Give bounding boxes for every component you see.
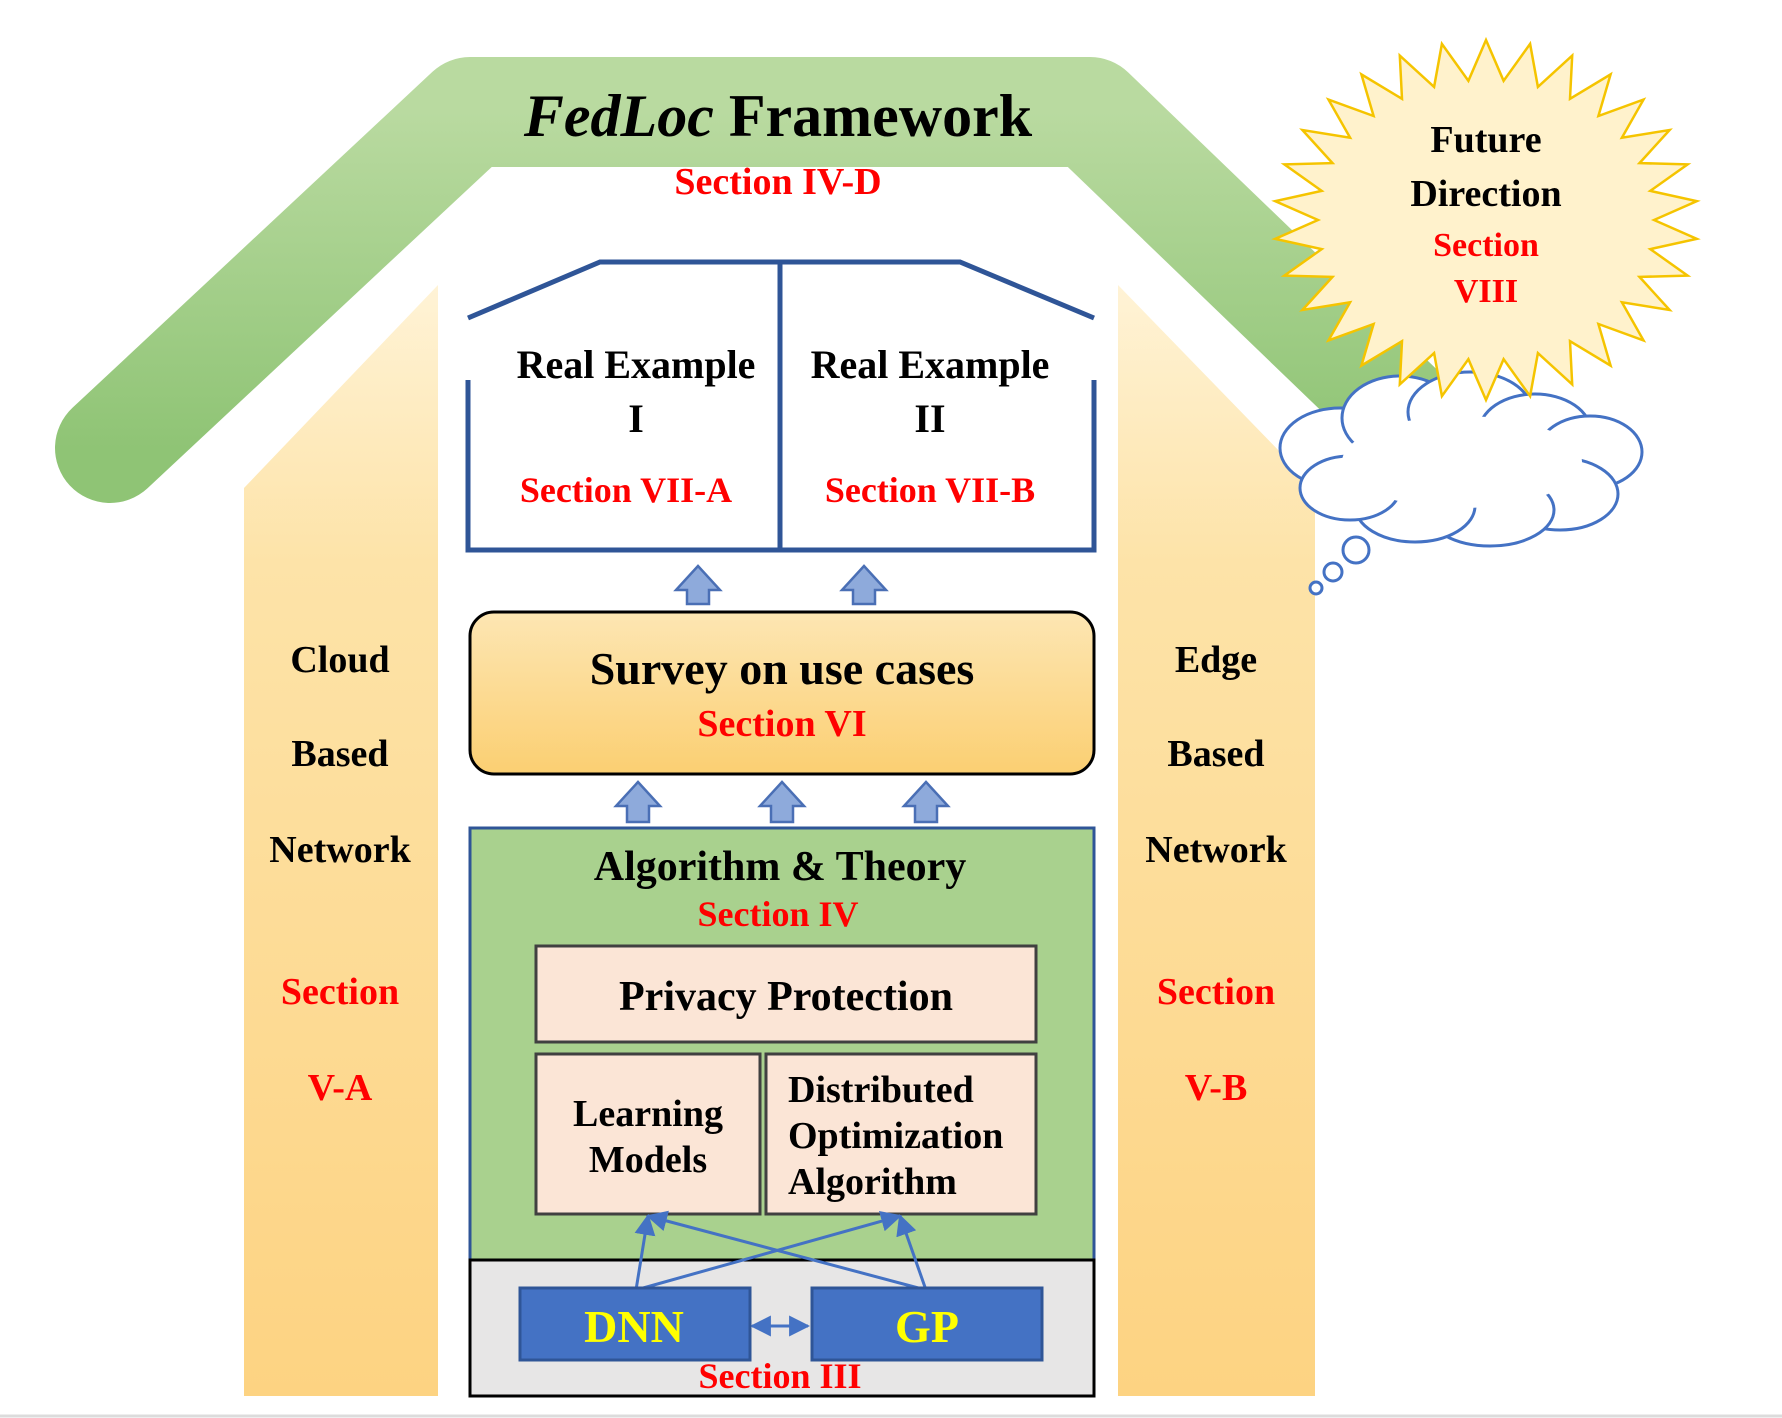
real-examples-box [465, 259, 1097, 553]
survey-section: Section VI [697, 703, 866, 745]
right-pillar-line3: Network [1145, 829, 1287, 871]
right-pillar [1118, 285, 1315, 1396]
roof [55, 57, 1465, 503]
example1-section: Section VII-A [520, 470, 732, 510]
algorithm-section: Section IV [698, 894, 859, 934]
left-pillar-line2: Based [291, 733, 388, 775]
connector-line [896, 1214, 928, 1291]
algorithm-title: Algorithm & Theory [594, 844, 967, 890]
left-pillar-section2: V-A [308, 1067, 373, 1109]
base-section: Section III [698, 1356, 861, 1396]
up-arrow-icon [757, 780, 807, 824]
privacy-box [534, 944, 1038, 1044]
future-section2: VIII [1454, 273, 1518, 310]
up-arrow-icon [673, 564, 723, 606]
example2-title: Real Example [811, 342, 1050, 387]
example1-title: Real Example [517, 342, 756, 387]
right-pillar-line2: Based [1167, 733, 1264, 775]
future-section1: Section [1433, 227, 1539, 264]
up-arrow-icon [839, 564, 889, 606]
distributed-line1: Distributed [788, 1069, 974, 1111]
survey-title: Survey on use cases [590, 643, 975, 694]
privacy-label: Privacy Protection [619, 974, 953, 1020]
roof-title: FedLoc Framework [523, 83, 1033, 149]
right-pillar-section1: Section [1157, 971, 1275, 1013]
dnn-label: DNN [584, 1301, 684, 1352]
up-arrow-icon [901, 780, 951, 824]
gp-label: GP [895, 1301, 959, 1352]
sunburst-icon [1271, 36, 1701, 404]
example2-number: II [914, 396, 945, 441]
up-arrow-icon [613, 780, 663, 824]
survey-box [468, 610, 1096, 776]
gp-box [810, 1286, 1044, 1362]
learning-line2: Models [589, 1139, 707, 1181]
example2-section: Section VII-B [825, 470, 1035, 510]
left-pillar-section1: Section [281, 971, 399, 1013]
learning-line1: Learning [573, 1093, 723, 1135]
thought-cloud-icon [1278, 370, 1644, 596]
left-pillar [244, 285, 438, 1396]
left-pillar-line1: Cloud [290, 639, 389, 681]
example1-number: I [628, 396, 644, 441]
connector-line [635, 1210, 903, 1292]
distributed-line2: Optimization [788, 1115, 1003, 1157]
left-pillar-line3: Network [269, 829, 411, 871]
distributed-line3: Algorithm [788, 1161, 957, 1203]
future-line2: Direction [1410, 173, 1561, 215]
right-pillar-section2: V-B [1185, 1067, 1248, 1109]
future-line1: Future [1430, 119, 1541, 161]
right-pillar-line1: Edge [1175, 639, 1257, 681]
dnn-box [518, 1286, 752, 1362]
connector-line [645, 1210, 927, 1292]
roof-section: Section IV-D [674, 161, 881, 203]
